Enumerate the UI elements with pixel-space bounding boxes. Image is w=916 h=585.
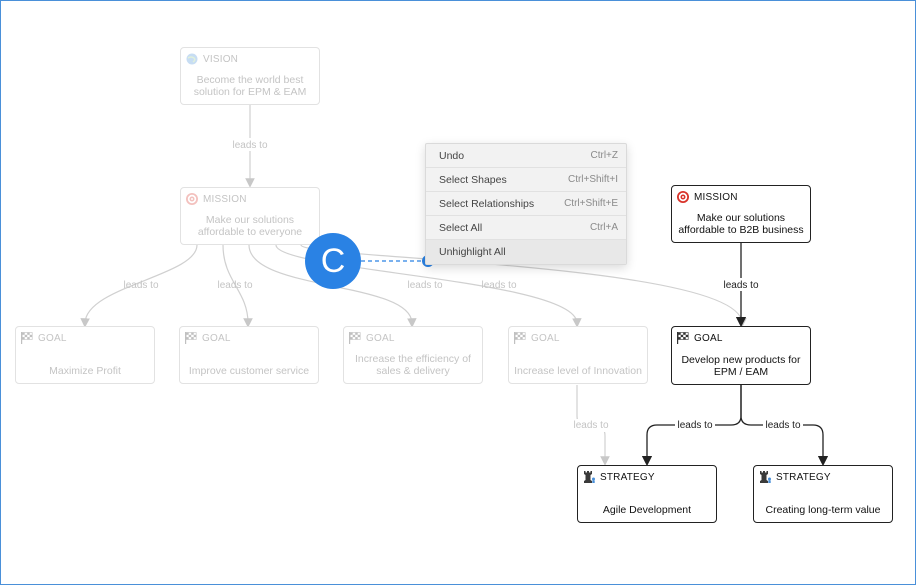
node-type-label: GOAL	[202, 332, 231, 344]
node-type-label: STRATEGY	[600, 471, 655, 483]
edge-label-mission-goal-efficiency: leads to	[407, 280, 442, 291]
node-title: Increase level of Innovation	[514, 365, 642, 377]
checkered-flag-icon	[514, 332, 526, 344]
edge-mission-goal-profit[interactable]	[80, 244, 198, 328]
node-type-label: MISSION	[203, 193, 247, 205]
menu-item-label: Select All	[439, 221, 483, 234]
node-title: Make our solutions affordable to B2B bus…	[678, 212, 804, 236]
menu-item-label: Select Shapes	[439, 173, 507, 186]
menu-item-select-relationships[interactable]: Select Relationships Ctrl+Shift+E	[426, 192, 626, 216]
node-title: Become the world best solution for EPM &…	[193, 74, 307, 98]
annotation-marker-c: C	[305, 233, 361, 289]
marker-label: C	[320, 241, 346, 280]
node-type-label: GOAL	[366, 332, 395, 344]
checkered-flag-icon	[185, 332, 197, 344]
node-type-label: MISSION	[694, 191, 738, 203]
node-title: Increase the efficiency of sales & deliv…	[355, 353, 471, 377]
edge-active-goal-strategy-agile[interactable]	[641, 385, 742, 467]
context-menu: Undo Ctrl+Z Select Shapes Ctrl+Shift+I S…	[425, 143, 627, 265]
menu-item-unhighlight-all[interactable]: Unhighlight All	[426, 240, 626, 264]
target-icon	[677, 191, 689, 203]
edge-label-mission-goal-service: leads to	[217, 280, 252, 291]
edge-mission-goal-service[interactable]	[222, 244, 253, 328]
menu-item-shortcut: Ctrl+Shift+E	[564, 198, 618, 209]
node-goal-innovation[interactable]: GOAL Increase level of Innovation	[508, 326, 648, 384]
edge-active-goal-strategy-value[interactable]	[740, 385, 829, 467]
node-type-label: VISION	[203, 53, 239, 65]
node-type-label: GOAL	[531, 332, 560, 344]
target-icon	[186, 193, 198, 205]
node-type-label: GOAL	[694, 332, 723, 344]
menu-item-undo[interactable]: Undo Ctrl+Z	[426, 144, 626, 168]
globe-icon	[186, 53, 198, 65]
menu-item-label: Unhighlight All	[439, 246, 506, 258]
menu-item-select-all[interactable]: Select All Ctrl+A	[426, 216, 626, 240]
node-strategy-agile[interactable]: STRATEGY Agile Development	[577, 465, 717, 523]
node-goal-active[interactable]: GOAL Develop new products for EPM / EAM	[671, 326, 811, 385]
node-title: Improve customer service	[188, 365, 310, 377]
edge-label-mission-goal-profit: leads to	[123, 280, 158, 291]
node-title: Make our solutions affordable to everyon…	[197, 214, 303, 238]
node-mission-active[interactable]: MISSION Make our solutions affordable to…	[671, 185, 811, 243]
node-mission-dim[interactable]: MISSION Make our solutions affordable to…	[180, 187, 320, 245]
menu-item-select-shapes[interactable]: Select Shapes Ctrl+Shift+I	[426, 168, 626, 192]
node-strategy-value[interactable]: STRATEGY Creating long-term value	[753, 465, 893, 523]
edge-goal-innovation-strategy[interactable]	[576, 385, 610, 466]
node-goal-efficiency[interactable]: GOAL Increase the efficiency of sales & …	[343, 326, 483, 384]
chess-rook-icon	[760, 471, 771, 483]
edge-label-vision-mission: leads to	[232, 140, 267, 151]
menu-item-label: Select Relationships	[439, 197, 535, 210]
edge-label-active-mission-goal: leads to	[723, 280, 758, 291]
node-goal-service[interactable]: GOAL Improve customer service	[179, 326, 319, 384]
edge-label-mission-goal-innovation: leads to	[481, 280, 516, 291]
edge-label-active-goal-strategy-agile: leads to	[677, 420, 712, 431]
menu-item-shortcut: Ctrl+Shift+I	[567, 174, 618, 185]
node-type-label: STRATEGY	[776, 471, 831, 483]
node-title: Maximize Profit	[49, 365, 121, 377]
checkered-flag-icon	[677, 332, 689, 344]
node-type-label: GOAL	[38, 332, 67, 344]
node-goal-profit[interactable]: GOAL Maximize Profit	[15, 326, 155, 384]
checkered-flag-icon	[349, 332, 361, 344]
node-vision[interactable]: VISION Become the world best solution fo…	[180, 47, 320, 105]
node-title: Agile Development	[602, 504, 692, 516]
menu-item-label: Undo	[439, 149, 465, 162]
checkered-flag-icon	[21, 332, 33, 344]
node-title: Develop new products for EPM / EAM	[681, 354, 801, 378]
menu-item-shortcut: Ctrl+Z	[590, 150, 619, 161]
chess-rook-icon	[584, 471, 595, 483]
edge-label-goal-innovation-strategy: leads to	[573, 420, 608, 431]
menu-item-shortcut: Ctrl+A	[589, 222, 618, 233]
node-title: Creating long-term value	[765, 504, 881, 516]
edge-label-active-goal-strategy-value: leads to	[765, 420, 800, 431]
